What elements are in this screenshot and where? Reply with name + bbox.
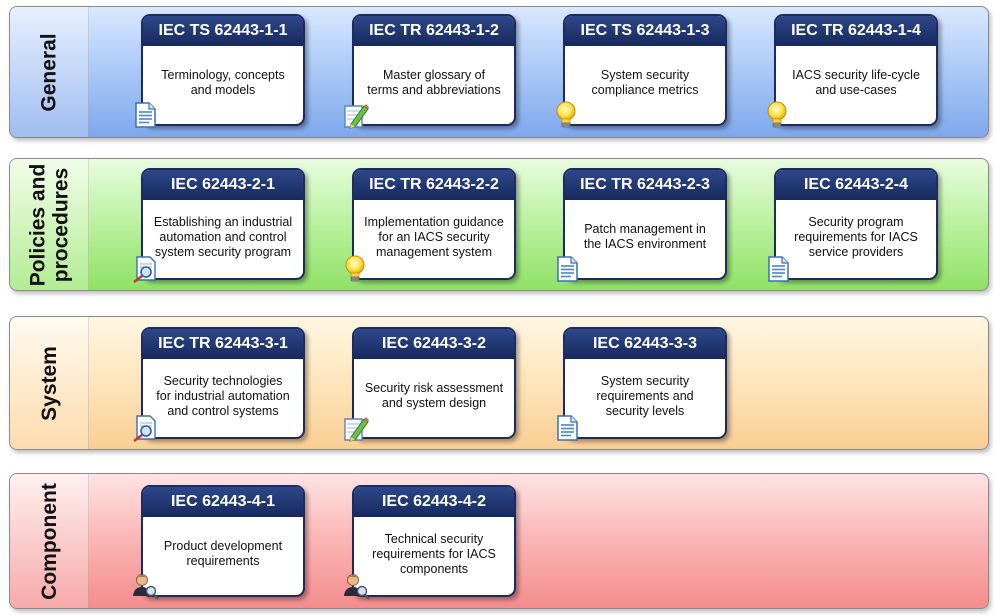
document-icon [131, 100, 159, 130]
card-code: IEC TR 62443-1-2 [354, 16, 514, 46]
lightbulb-icon [342, 254, 370, 284]
card-code: IEC TR 62443-1-4 [776, 16, 936, 46]
card-title: System security compliance metrics [591, 68, 699, 97]
document-icon [553, 413, 581, 443]
card-title: IACS security life-cycle and use-cases [792, 68, 920, 97]
card-code: IEC TS 62443-1-1 [143, 16, 303, 46]
card-code: IEC TS 62443-1-3 [565, 16, 725, 46]
card-title: Master glossary of terms and abbreviatio… [367, 68, 501, 97]
card-code: IEC 62443-3-3 [565, 329, 725, 359]
card-code: IEC 62443-4-1 [143, 487, 303, 517]
document-icon [553, 254, 581, 284]
document-icon [764, 254, 792, 284]
card-code: IEC 62443-2-1 [143, 170, 303, 200]
lightbulb-icon [764, 100, 792, 130]
card-title: Security technologies for industrial aut… [156, 373, 290, 418]
inspect-document-icon [131, 254, 159, 284]
card-title: Establishing an industrial automation an… [153, 214, 293, 259]
card-title: Implementation guidance for an IACS secu… [364, 214, 504, 259]
card-title: Terminology, concepts and models [161, 68, 285, 97]
card-code: IEC TR 62443-2-3 [565, 170, 725, 200]
card-title: System security requirements and securit… [596, 373, 694, 418]
inspect-document-icon [131, 413, 159, 443]
card-title: Technical security requirements for IACS… [372, 531, 496, 576]
card-title: Patch management in the IACS environment [583, 222, 707, 251]
pencil-note-icon [342, 413, 370, 443]
band-label: General [10, 7, 89, 137]
user-search-icon [342, 571, 370, 601]
user-search-icon [131, 571, 159, 601]
card-title: Security risk assessment and system desi… [364, 381, 504, 410]
band-label: System [10, 317, 89, 449]
card-code: IEC 62443-3-2 [354, 329, 514, 359]
card-code: IEC TR 62443-2-2 [354, 170, 514, 200]
band-label: Policies and procedures [10, 159, 89, 290]
card-code: IEC TR 62443-3-1 [143, 329, 303, 359]
lightbulb-icon [553, 100, 581, 130]
pencil-note-icon [342, 100, 370, 130]
card-code: IEC 62443-2-4 [776, 170, 936, 200]
card-title: Security program requirements for IACS s… [794, 214, 918, 259]
card-title: Product development requirements [163, 539, 283, 568]
band-label: Component [10, 474, 89, 608]
card-code: IEC 62443-4-2 [354, 487, 514, 517]
